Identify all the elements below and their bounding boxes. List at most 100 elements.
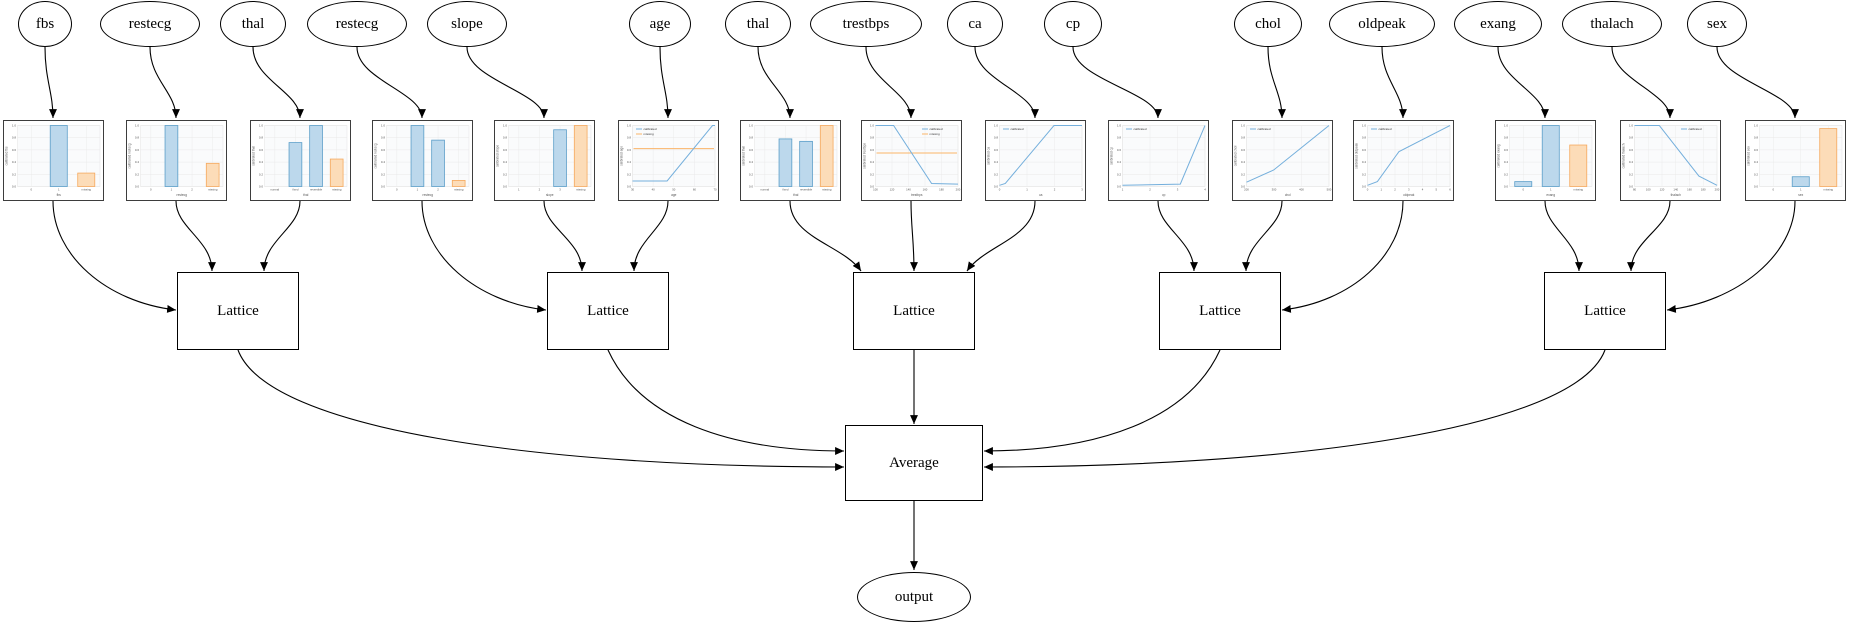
svg-text:0.8: 0.8 — [1116, 136, 1121, 140]
svg-text:1.0: 1.0 — [502, 124, 507, 128]
edge-input-fbs-to-chart — [44, 46, 57, 119]
svg-text:30: 30 — [630, 188, 634, 192]
chart-x-label: age — [671, 193, 677, 197]
svg-text:0.2: 0.2 — [1116, 172, 1121, 176]
calibrated-bar — [410, 125, 424, 187]
svg-text:0.8: 0.8 — [502, 136, 507, 140]
calibrated-bar — [308, 125, 323, 187]
svg-text:0.8: 0.8 — [1240, 136, 1245, 140]
edge-chart-cp-to-lattice-3 — [1157, 200, 1198, 272]
svg-text:0.0: 0.0 — [11, 185, 16, 189]
edge-chart-trestbps-to-lattice-2 — [910, 200, 918, 272]
svg-text:1.0: 1.0 — [626, 124, 631, 128]
svg-text:3: 3 — [1176, 188, 1178, 192]
legend-label: calibrated — [1688, 127, 1701, 131]
svg-text:200: 200 — [955, 188, 960, 192]
legend-label: calibrated — [1378, 127, 1391, 131]
input-node-trestbps: trestbps — [810, 1, 922, 47]
lattice-node-4: Lattice — [1544, 272, 1666, 350]
chart-x-label: trestbps — [911, 193, 923, 197]
chart-y-label: calibrated cp — [1109, 147, 1113, 165]
missing-bar — [205, 162, 219, 187]
svg-text:0: 0 — [1522, 188, 1524, 192]
svg-text:0.6: 0.6 — [1503, 148, 1508, 152]
svg-text:1.0: 1.0 — [1628, 124, 1633, 128]
svg-text:0.6: 0.6 — [502, 148, 507, 152]
chart-x-label: thal — [303, 193, 308, 197]
edge-lattice-4-to-average — [983, 349, 1606, 471]
lattice-node-2: Lattice — [853, 272, 975, 350]
svg-text:1: 1 — [57, 188, 59, 192]
svg-text:0.0: 0.0 — [1116, 185, 1121, 189]
svg-text:200: 200 — [1244, 188, 1249, 192]
input-node-cp: cp — [1044, 1, 1102, 47]
svg-text:0.2: 0.2 — [1503, 172, 1508, 176]
svg-text:4: 4 — [1204, 188, 1206, 192]
edge-chart-ca-to-lattice-2 — [966, 200, 1036, 272]
svg-text:120: 120 — [1659, 188, 1664, 192]
svg-text:0.4: 0.4 — [1503, 160, 1508, 164]
edge-input-age-to-chart — [659, 46, 672, 119]
legend-label: calibrated — [1010, 127, 1023, 131]
svg-text:1.0: 1.0 — [1753, 124, 1758, 128]
svg-text:4: 4 — [1421, 188, 1423, 192]
svg-text:0.4: 0.4 — [993, 160, 998, 164]
svg-text:0.0: 0.0 — [1503, 185, 1508, 189]
svg-text:1.0: 1.0 — [748, 124, 753, 128]
svg-text:0.0: 0.0 — [748, 185, 753, 189]
svg-text:0.0: 0.0 — [1240, 185, 1245, 189]
svg-text:0.6: 0.6 — [1628, 148, 1633, 152]
svg-text:140: 140 — [1673, 188, 1678, 192]
input-node-fbs: fbs — [18, 1, 72, 47]
edge-input-exang-to-chart — [1497, 46, 1549, 119]
chart-y-label: calibrated trestbps — [862, 143, 866, 169]
chart-x-label: slope — [545, 193, 553, 197]
chart-x-label: cp — [1162, 193, 1166, 197]
svg-text:0.2: 0.2 — [1753, 172, 1758, 176]
edge-chart-slope-to-lattice-1 — [543, 200, 586, 272]
svg-text:0.2: 0.2 — [11, 172, 16, 176]
svg-text:0.8: 0.8 — [993, 136, 998, 140]
svg-text:0.2: 0.2 — [748, 172, 753, 176]
svg-text:2: 2 — [538, 188, 540, 192]
chart-x-label: oldpeak — [1403, 193, 1415, 197]
svg-text:0.4: 0.4 — [626, 160, 631, 164]
lattice-node-1: Lattice — [547, 272, 669, 350]
svg-text:0.4: 0.4 — [1753, 160, 1758, 164]
svg-text:missing: missing — [821, 188, 831, 192]
svg-text:0.4: 0.4 — [1361, 160, 1366, 164]
calibration-line — [998, 125, 1082, 186]
svg-text:1.0: 1.0 — [380, 124, 385, 128]
edge-lattice-1-to-average — [607, 349, 845, 455]
svg-text:0.6: 0.6 — [748, 148, 753, 152]
edge-input-trestbps-to-chart — [865, 46, 915, 119]
svg-text:140: 140 — [906, 188, 911, 192]
input-node-thalach: thalach — [1562, 1, 1662, 47]
calibrated-bar — [49, 125, 68, 187]
svg-text:60: 60 — [692, 188, 696, 192]
svg-text:400: 400 — [1299, 188, 1304, 192]
svg-text:0.8: 0.8 — [258, 136, 263, 140]
svg-text:0.2: 0.2 — [380, 172, 385, 176]
svg-text:1.0: 1.0 — [1116, 124, 1121, 128]
svg-text:0.6: 0.6 — [1753, 148, 1758, 152]
calibration-line — [632, 125, 715, 182]
svg-text:reversible: reversible — [800, 188, 813, 192]
svg-text:1.0: 1.0 — [258, 124, 263, 128]
svg-text:0.0: 0.0 — [502, 185, 507, 189]
svg-text:0.8: 0.8 — [134, 136, 139, 140]
svg-text:1.0: 1.0 — [134, 124, 139, 128]
svg-text:0.6: 0.6 — [993, 148, 998, 152]
svg-text:1: 1 — [1026, 188, 1028, 192]
output-node: output — [857, 572, 971, 622]
chart-y-label: calibrated exang — [1496, 144, 1500, 168]
